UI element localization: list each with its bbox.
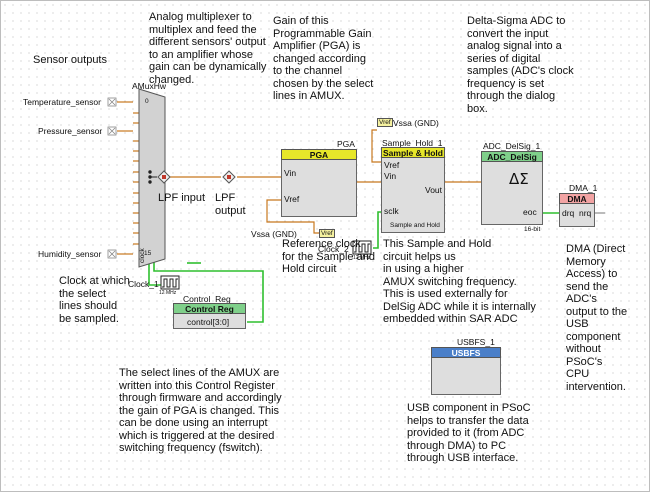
clock2-freq: 12 MHz <box>353 255 371 261</box>
note-amux: Analog multiplexer to multiplex and feed… <box>149 11 267 86</box>
pga-vssa-label: Vssa (GND) <box>251 229 297 239</box>
pga-instance-name: PGA <box>337 139 355 149</box>
clock1-name[interactable]: Clock_1 <box>128 279 159 289</box>
amux-title[interactable]: AMuxHw <box>132 81 167 91</box>
note-control-reg: The select lines of the AMUX are written… <box>119 367 282 454</box>
clock2-name[interactable]: Clock_2 <box>318 244 349 254</box>
pga-vref-tag: Vref <box>319 229 335 238</box>
dma-drq-pin: drq <box>562 208 575 218</box>
sh-vout-pin: Vout <box>425 185 443 195</box>
sh-vssa-label: Vssa (GND) <box>393 118 439 128</box>
wire-sh-vref <box>371 129 383 163</box>
dma-instance-name: DMA_1 <box>569 183 598 193</box>
sh-vref-tag: Vref <box>377 118 393 127</box>
control-reg-instance-name: Control_Reg <box>183 294 231 304</box>
note-pga: Gain of this Programmable Gain Amplifier… <box>273 15 374 102</box>
usbfs-header: USBFS <box>431 347 501 358</box>
sh-header: Sample & Hold <box>381 147 445 158</box>
sample-hold-block[interactable] <box>381 147 445 233</box>
wire-pga-vref <box>266 199 319 234</box>
control-reg-header: Control Reg <box>173 303 246 314</box>
note-sample-hold: This Sample and Hold circuit helps us in… <box>383 238 536 325</box>
wire-control-select <box>153 261 264 323</box>
sh-vref-pin: Vref <box>384 160 400 170</box>
pga-header: PGA <box>281 149 357 160</box>
note-clock: Clock at which the select lines should b… <box>59 275 130 325</box>
sensor-label-pressure[interactable]: Pressure_sensor <box>38 126 103 136</box>
note-ref-clock: Reference clock for the Sample and Hold … <box>282 238 375 275</box>
adc-header: ADC_DelSig <box>481 151 543 162</box>
pga-block[interactable] <box>281 149 357 217</box>
amux-clock-pin: clock <box>139 248 146 263</box>
adc-bits-label: 16-bit <box>524 226 541 233</box>
sh-footer: Sample and Hold <box>390 222 440 229</box>
adc-block[interactable] <box>481 151 543 225</box>
amux-pin-bottom: 15 <box>144 250 152 257</box>
lpf-output-pin-icon <box>222 170 236 184</box>
adc-eoc-pin: eoc <box>523 207 537 217</box>
adc-instance-name: ADC_DelSig_1 <box>483 141 541 151</box>
lpf-output-label: LPF output <box>215 192 246 217</box>
control-reg-port: control[3:0] <box>187 317 230 327</box>
amux-body <box>138 88 166 268</box>
lpf-input-label: LPF input <box>158 192 206 204</box>
note-usb: USB component in PSoC helps to transfer … <box>407 402 531 464</box>
pga-vref-pin: Vref <box>284 194 300 204</box>
note-sensor-outputs: Sensor outputs <box>33 54 107 66</box>
sh-instance-name: Sample_Hold_1 <box>382 138 443 148</box>
lpf-input-pin-icon <box>157 170 171 184</box>
clock1-wave-icon <box>160 275 180 290</box>
sensor-label-humidity[interactable]: Humidity_sensor <box>38 249 102 259</box>
sh-sclk-pin: sclk <box>384 206 399 216</box>
amux-pin-top: 0 <box>145 98 149 105</box>
sh-vin-pin: Vin <box>384 171 397 181</box>
dma-header: DMA <box>559 193 595 204</box>
note-adc: Delta-Sigma ADC to convert the input ana… <box>467 15 574 115</box>
adc-deltasigma-symbol: ΔΣ <box>509 170 529 188</box>
sensor-label-temperature[interactable]: Temperature_sensor <box>23 97 101 107</box>
wire-clock2 <box>373 211 383 249</box>
usb-instance-name: USBFS_1 <box>457 337 495 347</box>
dma-nrq-pin: nrq <box>579 208 592 218</box>
note-dma: DMA (Direct Memory Access) to send the A… <box>566 243 628 393</box>
clock2-wave-icon <box>352 240 372 255</box>
clock1-freq: 12 MHz <box>159 290 177 296</box>
pga-vin-pin: Vin <box>284 168 297 178</box>
